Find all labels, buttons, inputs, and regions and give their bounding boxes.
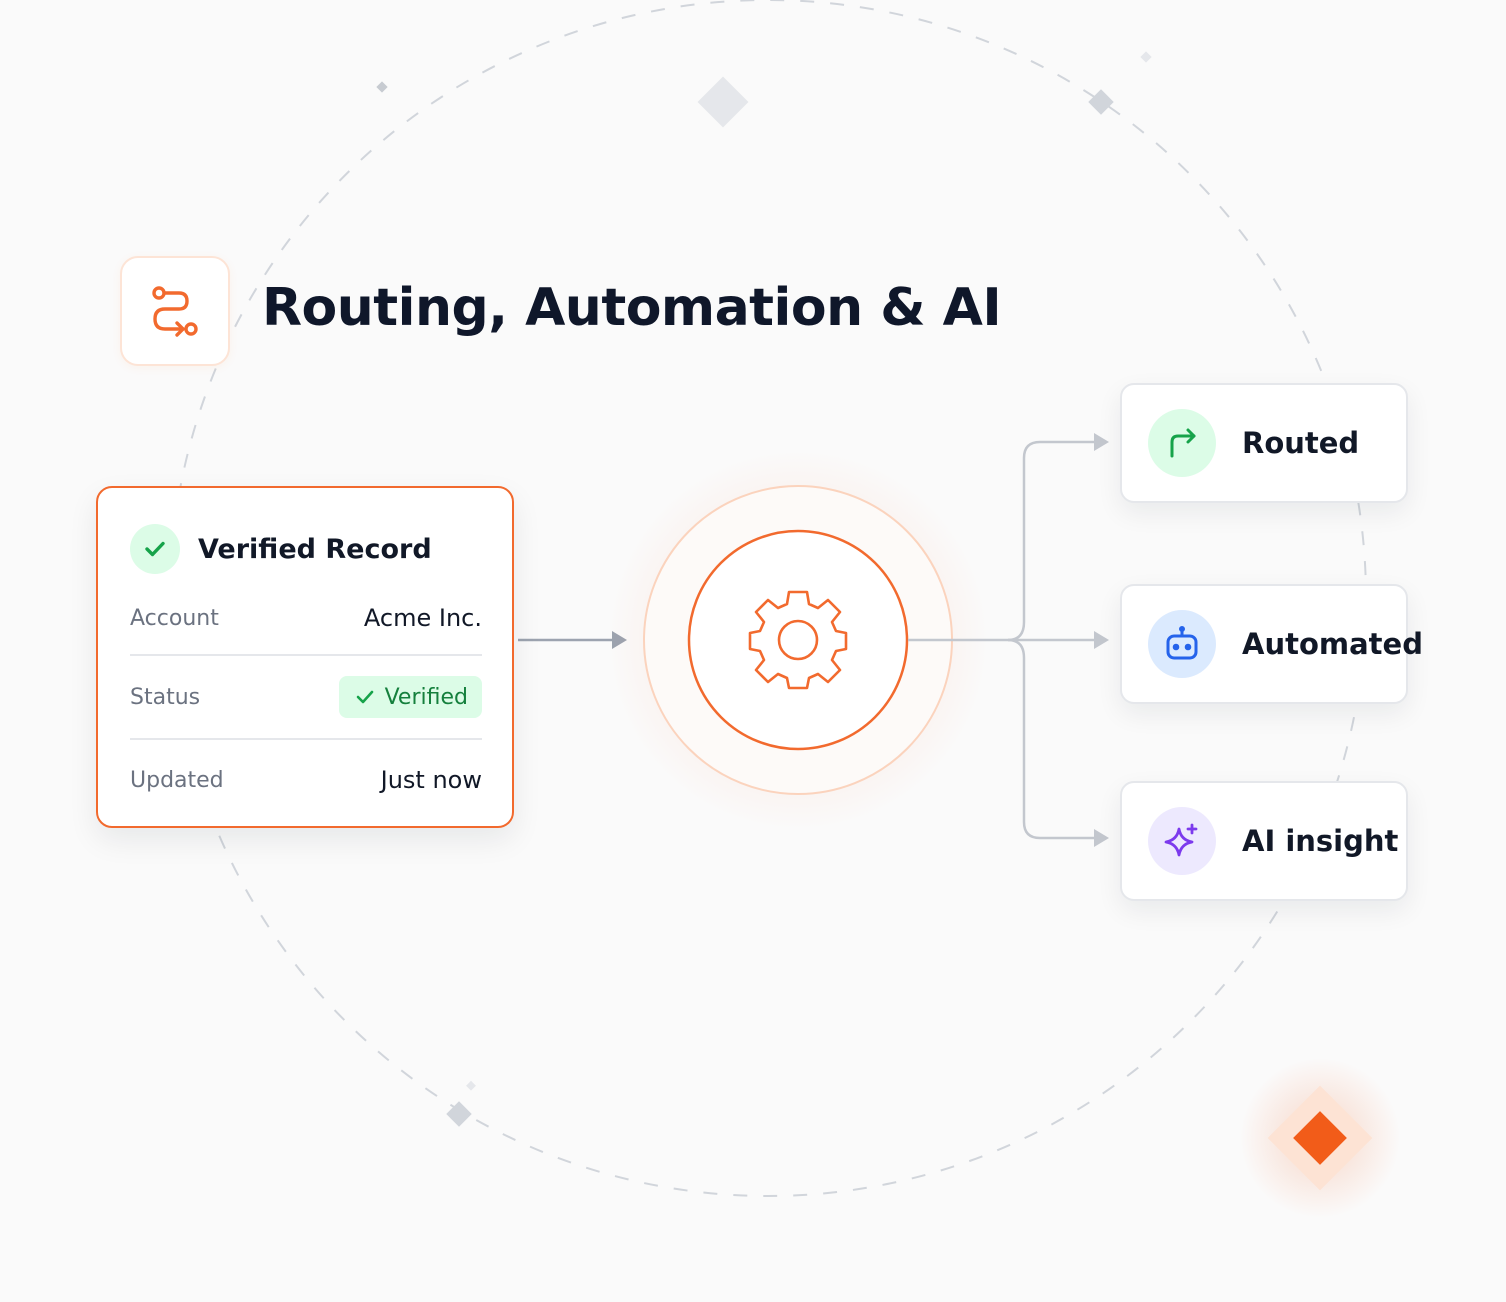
record-row-account: Account Acme Inc. [130,598,482,638]
output-label: Automated [1242,627,1423,661]
decor-diamond [466,1080,476,1091]
check-icon [130,524,180,574]
status-badge-label: Verified [384,684,468,710]
arrowhead [1094,829,1109,847]
robot-icon [1148,610,1216,678]
engine-inner-ring [687,529,909,751]
output-card-ai-insight: AI insight [1120,781,1408,901]
page-title: Routing, Automation & AI [262,278,1002,338]
record-field-label: Updated [130,767,224,793]
decor-diamond [1140,51,1152,63]
arrow-turn-right-icon [1148,409,1216,477]
check-icon [356,690,373,704]
output-label: AI insight [1242,824,1399,858]
status-badge: Verified [338,676,482,718]
record-field-label: Status [130,684,201,710]
decor-diamond [1088,89,1114,115]
record-card-header: Verified Record [130,524,432,574]
record-field-value: Just now [380,766,482,794]
gear-icon [748,590,848,690]
route-icon-badge [120,256,230,366]
row-divider [130,654,482,656]
arrowhead [1094,631,1109,649]
accent-diamond [1293,1111,1347,1165]
decor-diamond [446,1101,472,1127]
record-card: Verified Record Account Acme Inc. Status… [96,486,514,828]
record-field-value: Acme Inc. [363,604,482,632]
sparkle-icon [1148,807,1216,875]
connector-outputs [908,440,1096,840]
output-card-automated: Automated [1120,584,1423,704]
record-row-status: Status Verified [130,676,482,718]
arrowhead [1094,433,1109,451]
output-card-routed: Routed [1120,383,1408,503]
record-row-updated: Updated Just now [130,760,482,800]
decor-diamond [697,76,749,128]
record-field-label: Account [130,605,219,631]
decor-diamond [376,81,388,93]
record-card-title: Verified Record [198,533,432,565]
row-divider [130,738,482,740]
output-label: Routed [1242,426,1360,460]
route-icon [152,286,198,337]
